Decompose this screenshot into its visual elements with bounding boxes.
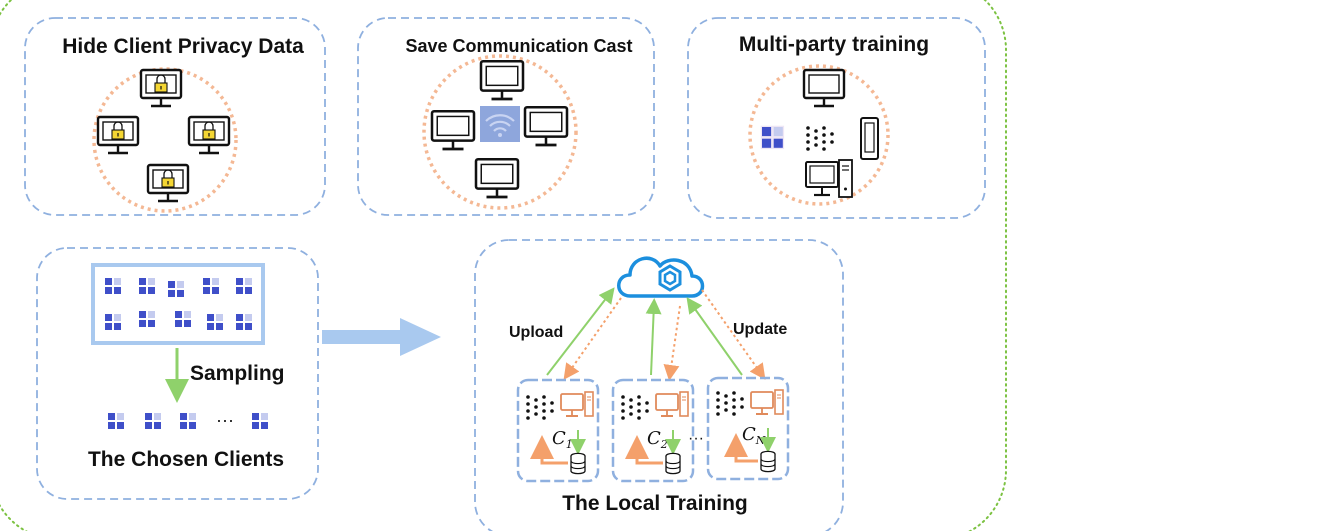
outer-container	[0, 0, 1007, 531]
chosen-clients-ellipsis: ···	[216, 410, 234, 430]
privacy-panel-title: Hide Client Privacy Data	[62, 35, 304, 58]
update-arrow	[663, 305, 681, 381]
chosen-clients-caption: The Chosen Clients	[88, 448, 284, 471]
computer-icon	[474, 157, 520, 199]
communication-panel: Save Communication Cast	[357, 17, 655, 216]
client-group-icon	[760, 125, 785, 150]
communication-ring	[422, 54, 578, 210]
locked-computer-icon	[146, 163, 190, 203]
sampling-label: Sampling	[190, 362, 285, 385]
upload-label: Upload	[509, 324, 563, 341]
update-arrow	[701, 289, 766, 380]
neural-network-icon	[806, 126, 834, 151]
computer-icon	[479, 59, 525, 101]
local-clients-ellipsis: ···	[688, 430, 704, 447]
local-training-panel: Upload Update C1 C2 ··· CN	[474, 239, 844, 531]
communication-panel-title: Save Communication Cast	[405, 36, 632, 56]
flow-arrow	[322, 318, 441, 356]
multiparty-panel-title: Multi-party training	[739, 33, 929, 56]
multiparty-ring	[748, 64, 890, 206]
local-client-n: CN	[706, 376, 790, 481]
locked-computer-icon	[139, 68, 183, 108]
locked-computer-icon	[96, 115, 140, 155]
sampling-panel: Sampling ··· The Chosen Clients	[36, 247, 319, 500]
update-arrow	[563, 297, 622, 380]
upload-arrow	[686, 297, 743, 376]
client-1-label: C1	[552, 428, 573, 451]
chosen-clients	[108, 413, 268, 429]
update-label: Update	[733, 321, 787, 338]
cloud-server-icon	[617, 256, 705, 298]
upload-arrow	[645, 298, 662, 376]
mobile-phone-icon	[860, 117, 879, 160]
client-pool	[91, 263, 265, 345]
wifi-icon	[480, 106, 520, 142]
desktop-pc-icon	[805, 159, 853, 198]
client-2-label: C2	[647, 428, 668, 451]
computer-icon	[523, 105, 569, 147]
local-client-1: C1	[516, 378, 600, 483]
locked-computer-icon	[187, 115, 231, 155]
upload-arrow	[546, 287, 615, 376]
computer-icon	[802, 68, 846, 108]
privacy-panel: Hide Client Privacy Data	[24, 17, 326, 216]
computer-icon	[430, 109, 476, 151]
privacy-ring	[92, 67, 238, 213]
local-client-2: C2	[611, 378, 695, 483]
client-n-label: CN	[742, 424, 766, 447]
local-training-caption: The Local Training	[562, 492, 748, 515]
multiparty-panel: Multi-party training	[687, 17, 986, 219]
